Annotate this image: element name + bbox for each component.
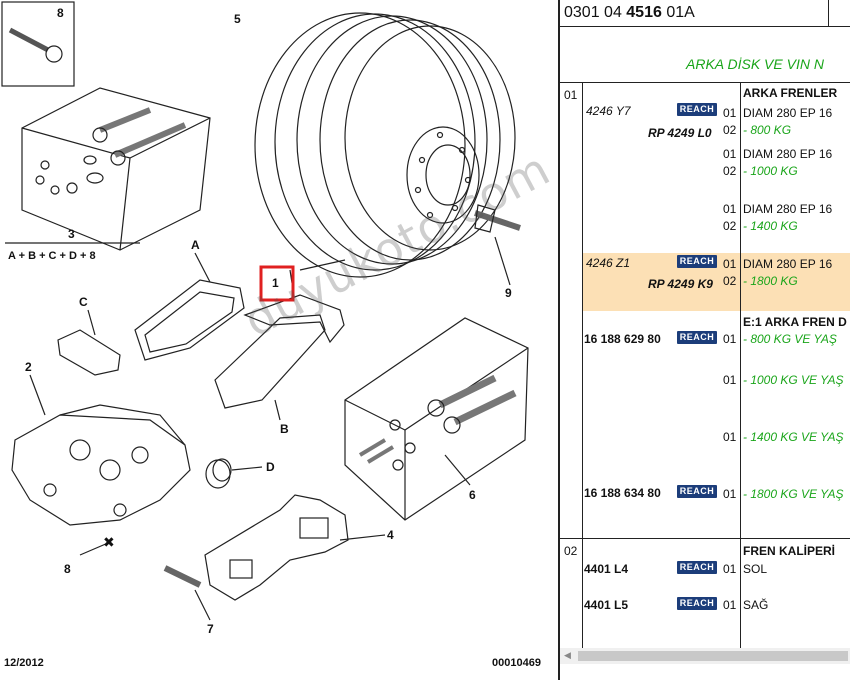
description: SAĞ [743, 598, 769, 612]
callout-a: A [191, 238, 200, 252]
qty: 01 [723, 257, 737, 271]
section-header-e1: E:1 ARKA FREN D [743, 315, 847, 329]
kit-box-6 [344, 317, 529, 521]
qty: 01 [723, 562, 737, 576]
horizontal-scrollbar[interactable]: ◀ [560, 648, 850, 664]
description: - 1800 KG [743, 274, 798, 288]
qty: 02 [723, 123, 737, 137]
brake-disc [254, 12, 516, 278]
callout-8: 8 [64, 562, 71, 576]
kit-box-5 [21, 87, 211, 251]
part-number[interactable]: 16 188 629 80 [584, 332, 661, 346]
section-num-01: 01 [564, 88, 578, 102]
brake-pad-a [134, 279, 245, 361]
part-number[interactable]: 4246 Y7 [586, 104, 631, 118]
qty: 01 [723, 373, 737, 387]
brake-pad-b [214, 294, 345, 409]
callout-9: 9 [505, 286, 512, 300]
scroll-left-icon[interactable]: ◀ [564, 650, 571, 660]
callout-2: 2 [25, 360, 32, 374]
description: - 1000 KG [743, 164, 798, 178]
qty: 01 [723, 106, 737, 120]
parts-panel: 0301 04 4516 01A ARKA DİSK VE VIN N 01 A… [560, 0, 850, 680]
wheel-stud [474, 204, 521, 233]
rp-number[interactable]: RP 4249 L0 [648, 126, 712, 140]
panel-divider [558, 0, 560, 680]
callout-1[interactable]: 1 [272, 276, 279, 290]
description: DIAM 280 EP 16 [743, 257, 833, 271]
qty: 01 [723, 147, 737, 161]
part-number[interactable]: 4401 L4 [584, 562, 629, 576]
part-number[interactable]: 16 188 634 80 [584, 486, 661, 500]
description: DIAM 280 EP 16 [743, 106, 833, 120]
reach-badge[interactable]: REACH [677, 255, 717, 268]
rp-number[interactable]: RP 4249 K9 [648, 277, 713, 291]
qty: 02 [723, 274, 737, 288]
diagram-date: 12/2012 [4, 657, 44, 669]
part-number[interactable]: 4401 L5 [584, 598, 629, 612]
description: DIAM 280 EP 16 [743, 202, 833, 216]
part-number[interactable]: 4246 Z1 [586, 256, 631, 270]
description: - 1400 KG VE YAŞ [743, 430, 844, 444]
ref-prefix: 0301 04 [564, 4, 627, 21]
exploded-diagram: ✖ 8 5 3 A + B + C + D + 8 A 1 9 C 2 B D … [1, 1, 541, 669]
section-title: ARKA DİSK VE VIN N [686, 56, 824, 72]
callout-c: C [79, 295, 88, 309]
qty: 01 [723, 598, 737, 612]
reach-badge[interactable]: REACH [677, 485, 717, 498]
callout-6: 6 [469, 488, 476, 502]
reach-badge[interactable]: REACH [677, 561, 717, 574]
reach-badge[interactable]: REACH [677, 103, 717, 116]
bolt-icon [8, 27, 63, 63]
description: - 1400 KG [743, 219, 798, 233]
bleed-screw [163, 565, 202, 588]
highlight-callout-box [259, 265, 295, 302]
dust-cap-d [205, 458, 232, 489]
description: - 800 KG [743, 123, 792, 137]
description: - 800 KG VE YAŞ [743, 332, 837, 346]
callout-4: 4 [387, 528, 394, 542]
callout-b: B [280, 422, 289, 436]
callout-5: 5 [234, 12, 241, 26]
panel-reference: 0301 04 4516 01A [564, 4, 695, 22]
caliper-bracket [204, 494, 349, 601]
description: - 1000 KG VE YAŞ [743, 373, 844, 387]
section-header-arka-frenler: ARKA FRENLER [743, 86, 838, 100]
qty: 01 [723, 487, 737, 501]
scrollbar-thumb[interactable] [578, 651, 848, 661]
reach-badge[interactable]: REACH [677, 331, 717, 344]
qty: 02 [723, 164, 737, 178]
svg-text:✖: ✖ [103, 534, 115, 550]
callout-7: 7 [207, 622, 214, 636]
section-num-02: 02 [564, 544, 578, 558]
caliper [11, 404, 191, 526]
qty: 01 [723, 332, 737, 346]
ref-bold: 4516 [626, 4, 662, 21]
reach-badge[interactable]: REACH [677, 597, 717, 610]
callout-3: 3 [68, 227, 75, 241]
diagram-ref: 00010469 [492, 657, 541, 669]
clip-c [57, 329, 121, 376]
ref-suffix: 01A [661, 4, 695, 21]
section-header-fren-kaliperi: FREN KALİPERİ [743, 544, 836, 558]
qty: 01 [723, 430, 737, 444]
diagram-drawing: ✖ [1, 1, 529, 621]
qty: 02 [723, 219, 737, 233]
qty: 01 [723, 202, 737, 216]
description: SOL [743, 562, 768, 576]
callout-8-top: 8 [57, 6, 64, 20]
bolt-inset-box [1, 1, 75, 87]
description: - 1800 KG VE YAŞ [743, 487, 844, 501]
callout-d: D [266, 460, 275, 474]
description: DIAM 280 EP 16 [743, 147, 833, 161]
kit-formula: A + B + C + D + 8 [8, 250, 96, 262]
